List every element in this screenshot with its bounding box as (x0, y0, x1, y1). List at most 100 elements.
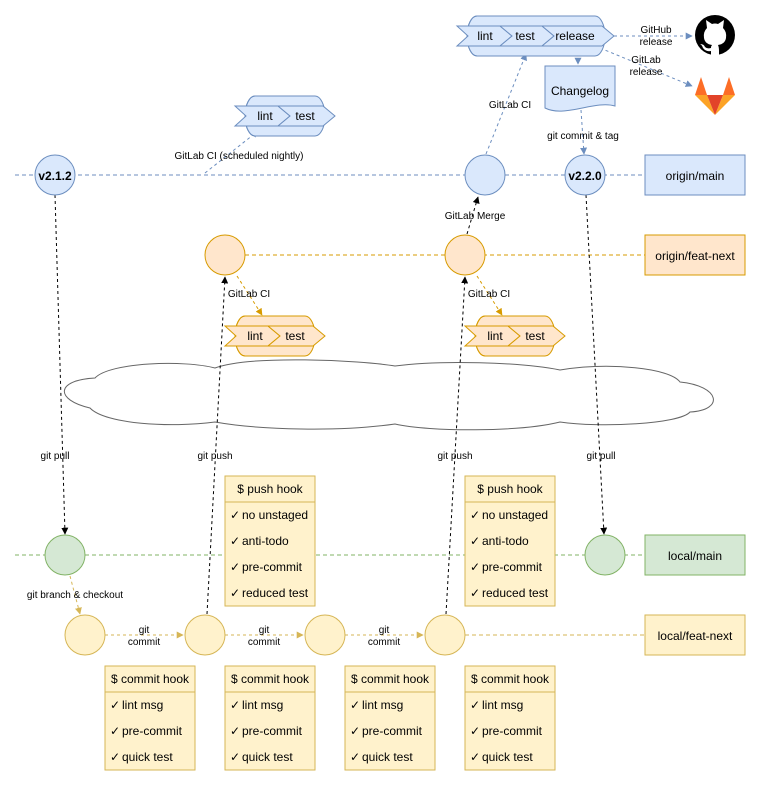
commit-origin-feat-2 (444, 234, 486, 276)
commit-hook-item: quick test (482, 750, 533, 764)
push-hook-item: reduced test (482, 586, 549, 600)
commit-local-feat-1 (64, 614, 106, 656)
push-hook-item: reduced test (242, 586, 309, 600)
push-hook-check: ✓ (230, 560, 240, 574)
label-git-branch-checkout: git branch & checkout (27, 590, 123, 601)
ci-arrow-feat-1 (236, 275, 263, 316)
commit-hook-title: $ commit hook (111, 672, 190, 686)
branch-label-local-feat-next-text: local/feat-next (658, 629, 733, 643)
commit-hook-check: ✓ (470, 750, 480, 764)
pipeline-nightly-lint-text: lint (257, 109, 273, 123)
commit-hook-check: ✓ (110, 724, 120, 738)
push-hook-item: no unstaged (482, 508, 548, 522)
label-git-commit-3a: git (379, 625, 390, 636)
commit-merge-main (464, 154, 506, 196)
push-hook-item: no unstaged (242, 508, 308, 522)
commit-local-main-1 (44, 534, 86, 576)
label-gitlab-release-1: GitLab (631, 55, 661, 66)
push-hook-check: ✓ (230, 534, 240, 548)
commit-hook-item: lint msg (482, 698, 523, 712)
commit-hook-list-1: $ commit hook ✓ lint msg ✓ pre-commit ✓ … (104, 665, 196, 771)
branch-checkout-arrow (69, 575, 82, 615)
commit-hook-check: ✓ (110, 750, 120, 764)
push-hook-list-2: $ push hook ✓ no unstaged ✓ anti-todo ✓ … (464, 475, 556, 607)
commit-hook-check: ✓ (350, 724, 360, 738)
push-hook-item: anti-todo (242, 534, 289, 548)
pipeline-nightly: lint test (233, 95, 336, 137)
commit-hook-title: $ commit hook (231, 672, 310, 686)
commit-v220: v2.2.0 (564, 154, 606, 196)
git-pull-arrow-right (585, 194, 608, 535)
commit-hook-title: $ commit hook (471, 672, 550, 686)
commit-hook-item: lint msg (242, 698, 283, 712)
label-git-pull-right: git pull (587, 451, 616, 462)
pipeline-release-test-text: test (515, 29, 535, 43)
ci-arrow-feat-2 (476, 275, 503, 316)
commit-hook-check: ✓ (350, 698, 360, 712)
pipeline-feat-1-lint-text: lint (247, 329, 263, 343)
cloud-shape (63, 359, 714, 431)
commit-hook-list-4: $ commit hook ✓ lint msg ✓ pre-commit ✓ … (464, 665, 556, 771)
push-hook-item: pre-commit (482, 560, 543, 574)
label-github-release-2: release (640, 37, 673, 48)
pipeline-feat-2-test-text: test (525, 329, 545, 343)
tag-v212-label: v2.1.2 (38, 169, 72, 183)
commit-origin-feat-1 (204, 234, 246, 276)
push-hook-title: $ push hook (477, 482, 543, 496)
gitlab-release-arrow (599, 47, 693, 87)
label-git-commit-2b: commit (248, 637, 280, 648)
commit-hook-item: quick test (362, 750, 413, 764)
commit-local-main-2 (584, 534, 626, 576)
label-git-pull-left: git pull (41, 451, 70, 462)
commit-hook-check: ✓ (350, 750, 360, 764)
commit-hook-list-3: $ commit hook ✓ lint msg ✓ pre-commit ✓ … (344, 665, 436, 771)
branch-label-local-main: local/main (644, 534, 746, 576)
commit-hook-item: pre-commit (482, 724, 543, 738)
label-gitlab-merge: GitLab Merge (445, 211, 506, 222)
label-gitlab-ci-nightly: GitLab CI (scheduled nightly) (175, 151, 304, 162)
pipeline-feat-1: lint test (223, 315, 326, 357)
label-git-commit-3b: commit (368, 637, 400, 648)
tag-v220-label: v2.2.0 (568, 169, 602, 183)
commit-hook-list-2: $ commit hook ✓ lint msg ✓ pre-commit ✓ … (224, 665, 316, 771)
label-git-commit-1a: git (139, 625, 150, 636)
github-logo-icon (695, 15, 735, 55)
pipeline-feat-1-test-text: test (285, 329, 305, 343)
label-git-commit-tag: git commit & tag (547, 131, 619, 142)
push-hook-check: ✓ (230, 586, 240, 600)
label-git-commit-1b: commit (128, 637, 160, 648)
commit-hook-check: ✓ (230, 724, 240, 738)
branch-label-origin-feat-next: origin/feat-next (644, 234, 746, 276)
pipeline-nightly-test-text: test (295, 109, 315, 123)
gitlab-logo-icon (695, 77, 735, 115)
commit-local-feat-3 (304, 614, 346, 656)
branch-label-origin-main-text: origin/main (666, 169, 725, 183)
label-github-release-1: GitHub (640, 25, 672, 36)
push-hook-check: ✓ (470, 586, 480, 600)
commit-v212: v2.1.2 (34, 154, 76, 196)
pipeline-release-release-text: release (555, 29, 595, 43)
commit-hook-check: ✓ (230, 698, 240, 712)
gitlab-merge-arrow (466, 196, 480, 235)
pipeline-release-lint-text: lint (477, 29, 493, 43)
commit-hook-check: ✓ (230, 750, 240, 764)
changelog-document: Changelog (544, 65, 616, 112)
push-hook-list-1: $ push hook ✓ no unstaged ✓ anti-todo ✓ … (224, 475, 316, 607)
commit-hook-item: quick test (122, 750, 173, 764)
commit-hook-item: pre-commit (362, 724, 423, 738)
label-gitlab-ci-feat-1: GitLab CI (228, 289, 270, 300)
git-push-arrow-1 (206, 276, 229, 615)
label-gitlab-ci-feat-2: GitLab CI (468, 289, 510, 300)
branch-label-local-main-text: local/main (668, 549, 722, 563)
commit-hook-item: lint msg (122, 698, 163, 712)
commit-hook-check: ✓ (110, 698, 120, 712)
git-push-arrow-2 (445, 276, 469, 615)
commit-local-feat-4 (424, 614, 466, 656)
commit-hook-item: pre-commit (242, 724, 303, 738)
edge-labels: GitHub release GitLab release GitLab CI … (27, 25, 673, 648)
branch-label-origin-main: origin/main (644, 154, 746, 196)
label-git-push-1: git push (197, 451, 232, 462)
pipeline-feat-2: lint test (463, 315, 566, 357)
pipeline-feat-2-lint-text: lint (487, 329, 503, 343)
push-hook-item: pre-commit (242, 560, 303, 574)
